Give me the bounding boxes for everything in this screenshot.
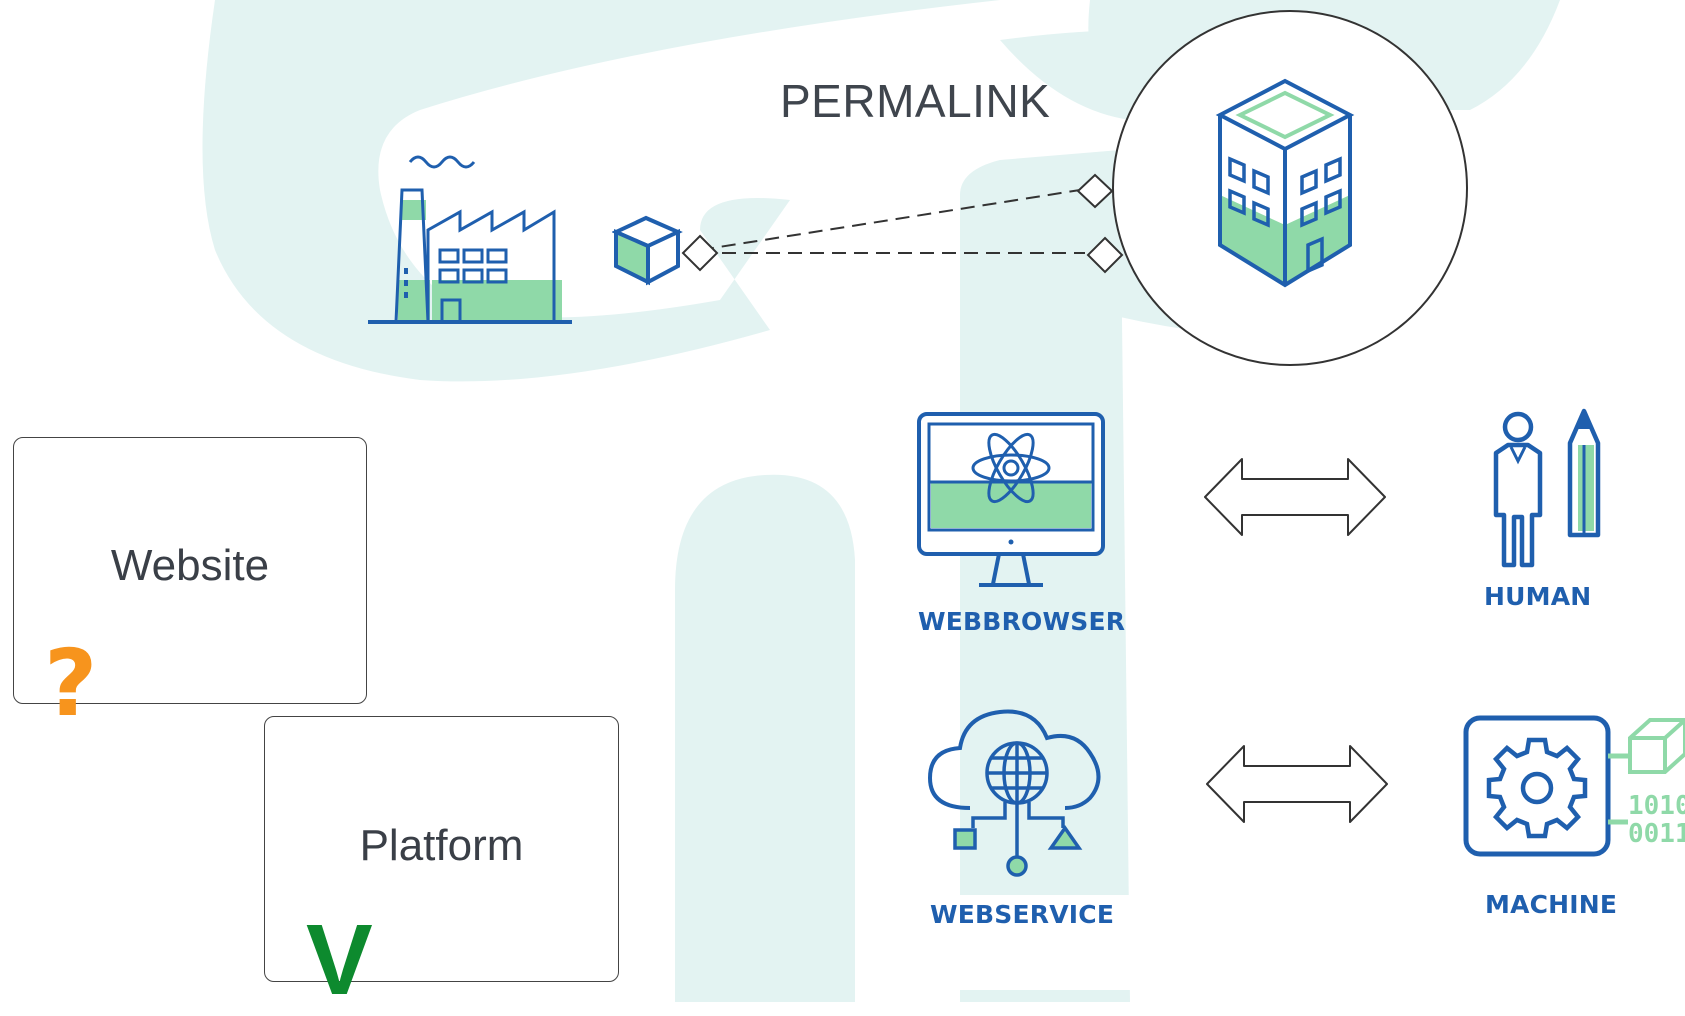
human-person-pencil-icon[interactable]: [1478, 405, 1618, 570]
building-icon: [1215, 78, 1355, 288]
machine-label: MACHINE: [1485, 890, 1618, 919]
webservice-label: WEBSERVICE: [930, 900, 1115, 929]
website-question-mark: ?: [44, 630, 98, 737]
website-label: Website: [110, 541, 270, 590]
double-arrow-icon: [1204, 458, 1386, 536]
webbrowser-monitor-icon[interactable]: [915, 410, 1107, 590]
webbrowser-label: WEBBROWSER: [918, 607, 1126, 636]
double-arrow-icon: [1206, 745, 1388, 823]
human-label: HUMAN: [1484, 582, 1592, 611]
permalink-label: PERMALINK: [780, 75, 1051, 127]
platform-check-mark: V: [306, 904, 373, 1016]
platform-label: Platform: [359, 821, 524, 870]
package-cube-icon: [612, 215, 683, 286]
website-box[interactable]: Website: [13, 437, 367, 704]
factory-icon: [368, 155, 572, 324]
platform-box[interactable]: Platform: [264, 716, 619, 982]
webservice-cloud-icon[interactable]: [925, 698, 1110, 880]
